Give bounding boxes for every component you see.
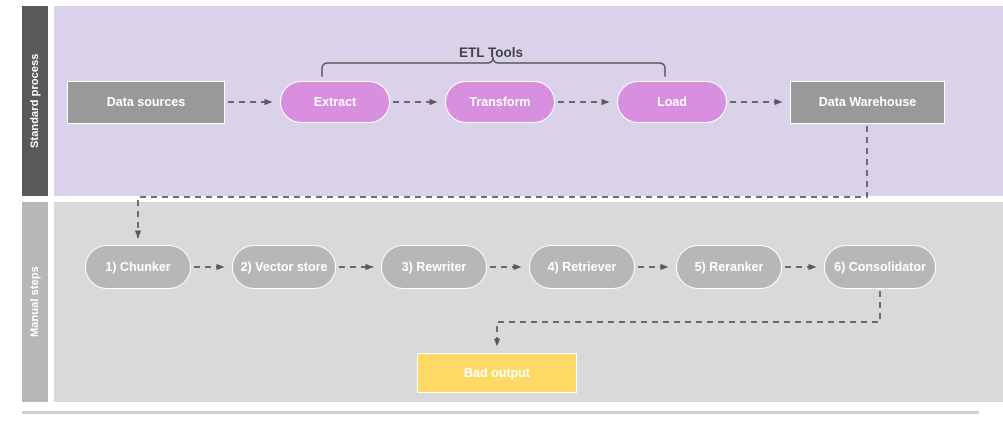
node-transform[interactable]: Transform	[445, 81, 555, 123]
node-vector-store-label: 2) Vector store	[240, 259, 328, 274]
node-consolidator[interactable]: 6) Consolidator	[824, 245, 936, 289]
node-reranker[interactable]: 5) Reranker	[676, 245, 782, 289]
node-bad-output-label: Bad output	[464, 365, 530, 380]
node-data-sources-label: Data sources	[106, 95, 186, 110]
lane-manual-steps-label: Manual steps	[22, 202, 48, 402]
node-retriever-label: 4) Retriever	[547, 259, 617, 274]
bottom-divider	[22, 411, 979, 414]
lane-standard-process-label: Standard process	[22, 6, 48, 196]
node-bad-output[interactable]: Bad output	[417, 353, 577, 393]
node-extract-label: Extract	[313, 94, 357, 109]
node-load[interactable]: Load	[617, 81, 727, 123]
node-rewriter-label: 3) Rewriter	[401, 259, 467, 274]
node-load-label: Load	[657, 94, 687, 109]
node-transform-label: Transform	[469, 94, 531, 109]
node-vector-store[interactable]: 2) Vector store	[232, 245, 336, 289]
node-retriever[interactable]: 4) Retriever	[529, 245, 635, 289]
node-data-warehouse-label: Data Warehouse	[818, 95, 917, 110]
node-consolidator-label: 6) Consolidator	[834, 259, 926, 274]
node-extract[interactable]: Extract	[280, 81, 390, 123]
node-data-sources[interactable]: Data sources	[67, 81, 225, 124]
node-rewriter[interactable]: 3) Rewriter	[381, 245, 487, 289]
node-data-warehouse[interactable]: Data Warehouse	[790, 81, 945, 124]
node-chunker[interactable]: 1) Chunker	[85, 245, 191, 289]
etl-tools-label: ETL Tools	[459, 45, 523, 60]
node-reranker-label: 5) Reranker	[694, 259, 764, 274]
node-chunker-label: 1) Chunker	[105, 259, 171, 274]
